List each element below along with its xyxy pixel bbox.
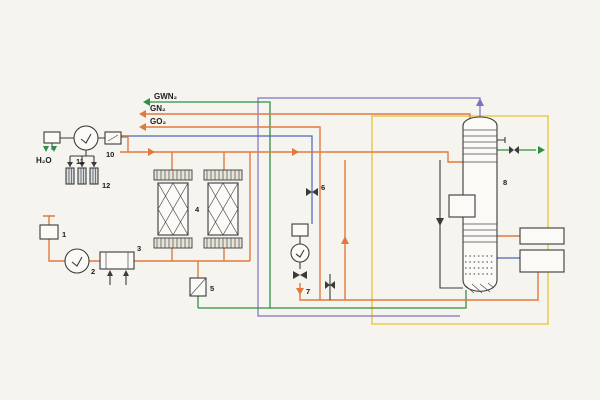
blower-11 — [73, 125, 99, 151]
drain-valve-right — [330, 281, 335, 289]
filter-hatch — [68, 168, 96, 184]
arrow-box3-up-2 — [123, 270, 129, 276]
arrow-box3-up-1 — [107, 270, 113, 276]
component-number-7: 7 — [306, 287, 310, 296]
inlet-box — [43, 131, 61, 144]
arrow-pump7-down — [296, 288, 304, 295]
arrow-filter-down-1 — [67, 162, 73, 167]
component-number-3: 3 — [137, 244, 141, 253]
cooler-10-glyph — [107, 134, 119, 142]
inlet-filter-1 — [39, 224, 59, 240]
product-valve-left — [509, 146, 514, 154]
component-number-4: 4 — [195, 205, 200, 214]
pump-unit-7 — [290, 223, 335, 289]
feed-compressor-train — [39, 224, 135, 274]
hx-header-hatch — [156, 170, 240, 248]
pipe-orange-go2 — [146, 126, 321, 300]
column-mid-trays — [463, 223, 497, 243]
component-number-5: 5 — [210, 284, 214, 293]
valve-6-left — [306, 188, 312, 196]
pretreatment-unit — [43, 125, 122, 185]
arrow-down-440 — [436, 218, 444, 226]
component-number-8: 8 — [503, 178, 507, 187]
pump7-valve-left — [293, 271, 300, 279]
column-sump-hatch — [465, 282, 495, 294]
arrow-purple-up — [476, 98, 484, 106]
auxiliary-units — [519, 227, 565, 273]
arrow-product-right — [538, 146, 545, 154]
filter-cartridge-1 — [65, 167, 75, 185]
pump7-glyph — [295, 249, 305, 258]
valve-6-right — [312, 188, 318, 196]
separator-5-diag — [189, 277, 207, 297]
pipe-orange-main — [120, 136, 463, 163]
pump7-valve-right — [300, 271, 307, 279]
hx-core-left-lattice — [157, 182, 189, 236]
flow-arrows — [43, 98, 545, 295]
arrow-main-right-1 — [148, 148, 155, 156]
pump7-pump — [290, 243, 310, 263]
arrow-h2o-down-2 — [51, 146, 57, 152]
pipe-dark-filters — [69, 150, 95, 167]
drain-valve-left — [325, 281, 330, 289]
component-number-12: 12 — [102, 181, 110, 190]
blower-11-glyph — [80, 133, 92, 144]
component-number-6: 6 — [321, 183, 325, 192]
distillation-column-8 — [448, 116, 519, 294]
pipe-green-gwn2 — [150, 101, 467, 309]
stream-labels: GWN₂ GN₂ GO₂ H₂O — [36, 92, 178, 165]
arrow-h2o-down-1 — [43, 146, 49, 152]
compressor-2-glyph — [71, 256, 83, 267]
hx-core-right-lattice — [207, 182, 239, 236]
aux-box-upper — [519, 227, 565, 245]
component-numbers: 1 2 3 4 5 6 7 8 10 11 12 — [62, 150, 507, 296]
filter-cartridge-2 — [77, 167, 87, 185]
pipe-dark-column-feed — [439, 160, 463, 289]
separator-5 — [189, 277, 207, 297]
heat-exchanger-4 — [153, 169, 243, 249]
arrow-filter-down-2 — [79, 162, 85, 167]
column-side-pocket — [448, 194, 476, 218]
product-valve-right — [514, 146, 519, 154]
component-number-10: 10 — [106, 150, 114, 159]
label-go2: GO₂ — [150, 117, 166, 126]
label-gn2: GN₂ — [150, 104, 166, 113]
arrow-go2-left — [139, 123, 146, 131]
label-gwn2: GWN₂ — [154, 92, 178, 101]
pipe-orange-compressor-train — [48, 239, 250, 262]
component-number-11: 11 — [76, 157, 84, 166]
arrow-main-right-2 — [292, 148, 299, 156]
column-top-trays — [463, 129, 497, 163]
pipe-orange-tee — [43, 215, 55, 225]
label-h2o: H₂O — [36, 156, 52, 165]
aftercooler-3 — [99, 251, 135, 270]
arrow-up-345 — [341, 236, 349, 244]
component-number-2: 2 — [91, 267, 95, 276]
pipe-blue-feed — [121, 135, 313, 224]
aftercooler-3-hatch — [105, 252, 129, 269]
pipe-yellow-loop — [371, 115, 549, 325]
component-number-1: 1 — [62, 230, 66, 239]
arrow-gn2-left — [139, 110, 146, 118]
filter-cartridge-3 — [89, 167, 99, 185]
arrow-gwn2-left — [143, 98, 150, 106]
aux-box-lower — [519, 249, 565, 273]
valve-6 — [306, 188, 318, 196]
pump7-top-box — [291, 223, 309, 237]
compressor-2 — [64, 248, 90, 274]
pipe-orange-hx-stubs — [171, 152, 251, 261]
arrow-filter-down-3 — [91, 162, 97, 167]
column-top-tap — [497, 137, 506, 143]
